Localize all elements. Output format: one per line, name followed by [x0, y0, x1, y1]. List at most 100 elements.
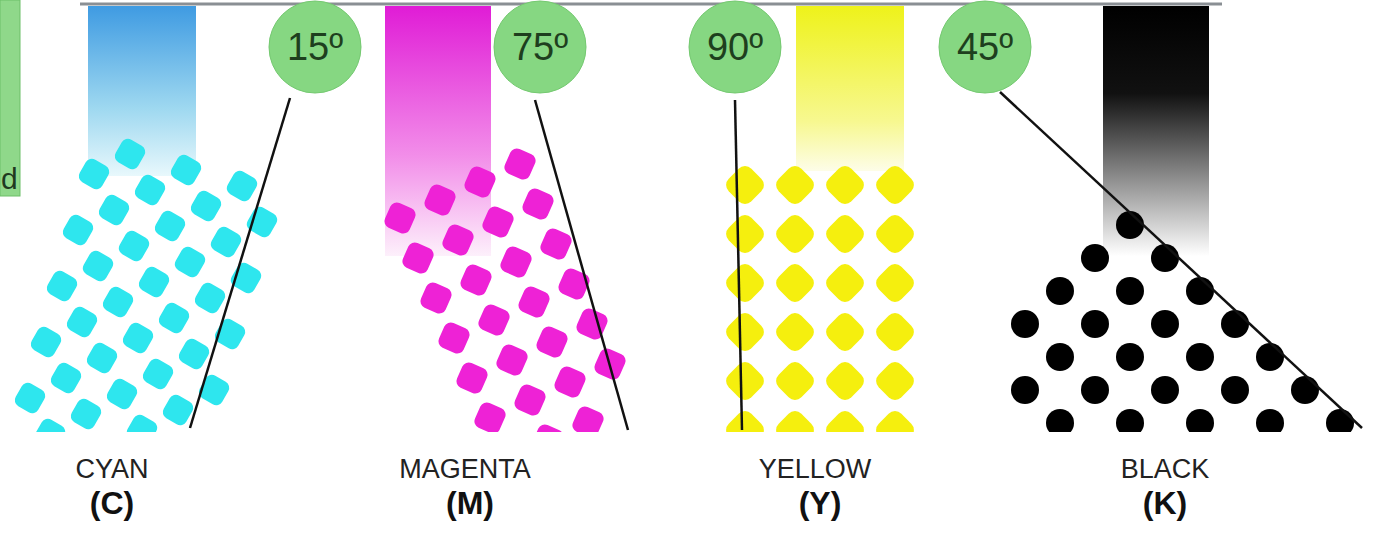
- leader-line: [535, 100, 628, 430]
- leader-line: [190, 98, 290, 428]
- halftone-dot: [64, 304, 100, 340]
- halftone-dot: [76, 156, 112, 192]
- leader-line: [1000, 92, 1362, 428]
- halftone-dot: [116, 228, 152, 264]
- halftone-dot: [100, 284, 136, 320]
- halftone-dot: [440, 222, 476, 258]
- ink-code: (M): [446, 487, 494, 519]
- leader-line: [735, 100, 742, 430]
- halftone-dot: [1046, 343, 1074, 371]
- halftone-dot: [822, 358, 867, 403]
- halftone-dot: [462, 164, 498, 200]
- halftone-dot: [574, 306, 610, 342]
- halftone-dot: [192, 280, 228, 316]
- halftone-dot: [400, 240, 436, 276]
- angle-value: 75º: [512, 28, 568, 66]
- halftone-dot: [1046, 277, 1074, 305]
- halftone-dot: [1116, 277, 1144, 305]
- halftone-dot: [822, 309, 867, 354]
- halftone-dot: [96, 192, 132, 228]
- halftone-dot: [772, 211, 817, 256]
- halftone-dot: [476, 302, 512, 338]
- halftone-dot: [112, 136, 148, 172]
- halftone-dot: [48, 360, 84, 396]
- halftone-dot: [480, 204, 516, 240]
- top-rule: [80, 3, 1222, 6]
- halftone-dot: [1116, 211, 1144, 239]
- halftone-dot: [68, 396, 104, 432]
- halftone-dot: [418, 280, 454, 316]
- ink-name: YELLOW: [759, 456, 872, 483]
- halftone-dot: [188, 188, 224, 224]
- halftone-dot: [772, 260, 817, 305]
- halftone-dot: [772, 162, 817, 207]
- ink-name: MAGENTA: [399, 456, 531, 483]
- halftone-dot: [422, 182, 458, 218]
- halftone-dot: [722, 162, 767, 207]
- halftone-dot: [1186, 409, 1214, 432]
- halftone-dot: [722, 358, 767, 403]
- panel-text: d: [1, 164, 18, 194]
- halftone-dot: [28, 324, 64, 360]
- angle-value: 15º: [287, 28, 343, 66]
- halftone-dot: [80, 248, 116, 284]
- halftone-dot: [472, 400, 508, 432]
- halftone-dot: [872, 309, 917, 354]
- halftone-dot: [872, 358, 917, 403]
- halftone-dot: [208, 224, 244, 260]
- halftone-dot: [722, 309, 767, 354]
- halftone-dot: [224, 168, 260, 204]
- halftone-dot: [722, 211, 767, 256]
- halftone-dot: [136, 264, 172, 300]
- halftone-dot: [1081, 376, 1109, 404]
- halftone-dot: [722, 407, 767, 432]
- halftone-dot: [538, 226, 574, 262]
- cyan-dots: [12, 136, 280, 432]
- angle-value: 45º: [957, 28, 1013, 66]
- halftone-dot: [1221, 376, 1249, 404]
- halftone-dot: [570, 404, 606, 432]
- ink-name: CYAN: [75, 456, 148, 483]
- halftone-dot: [516, 284, 552, 320]
- black-gradient-bar: [1103, 6, 1209, 256]
- halftone-dot: [84, 340, 120, 376]
- halftone-dot: [498, 244, 534, 280]
- angle-circle: 45º: [939, 1, 1031, 93]
- angle-circle: 90º: [689, 1, 781, 93]
- black-dots: [1011, 211, 1354, 432]
- halftone-dot: [168, 152, 204, 188]
- side-panel: [0, 0, 20, 196]
- halftone-dot: [1081, 244, 1109, 272]
- ink-code: (K): [1143, 487, 1187, 519]
- halftone-dot: [772, 407, 817, 432]
- halftone-dot: [872, 211, 917, 256]
- halftone-dot: [104, 376, 140, 412]
- halftone-dot: [172, 244, 208, 280]
- halftone-dot: [1046, 409, 1074, 432]
- angle-value: 90º: [707, 28, 763, 66]
- halftone-dot: [454, 360, 490, 396]
- halftone-dot: [822, 162, 867, 207]
- halftone-dot: [152, 208, 188, 244]
- halftone-dots: [12, 136, 1354, 432]
- magenta-dots: [382, 146, 628, 432]
- halftone-dot: [1186, 277, 1214, 305]
- halftone-dot: [124, 412, 160, 432]
- halftone-dot: [12, 380, 48, 416]
- halftone-dot: [1011, 376, 1039, 404]
- cyan-gradient-bar: [88, 6, 196, 176]
- ink-code: (Y): [799, 487, 842, 519]
- halftone-dot: [872, 162, 917, 207]
- halftone-dot: [1221, 310, 1249, 338]
- halftone-dot: [1081, 310, 1109, 338]
- halftone-dot: [382, 200, 418, 236]
- halftone-dot: [512, 382, 548, 418]
- halftone-dot: [1256, 343, 1284, 371]
- halftone-dot: [1151, 310, 1179, 338]
- halftone-dot: [552, 364, 588, 400]
- halftone-dot: [1116, 409, 1144, 432]
- yellow-gradient-bar: [796, 6, 904, 171]
- halftone-dot: [228, 260, 264, 296]
- halftone-dot: [1151, 244, 1179, 272]
- halftone-dot: [502, 146, 538, 182]
